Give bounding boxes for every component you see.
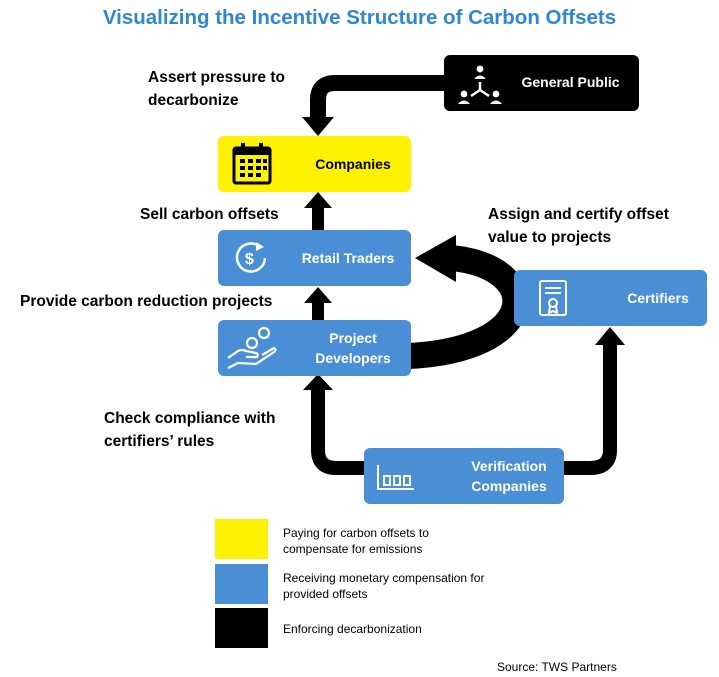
annotation-assign-certify: Assign and certify offset value to proje… bbox=[488, 206, 669, 246]
annotation-provide-projects: Provide carbon reduction projects bbox=[20, 293, 273, 310]
arrowhead-retail-to-companies bbox=[304, 192, 332, 208]
source-note: Source: TWS Partners bbox=[497, 660, 617, 674]
arrowhead-certify-curve bbox=[415, 235, 456, 282]
general-public-box: General Public bbox=[444, 55, 639, 111]
calendar-icon bbox=[232, 143, 272, 185]
legend-swatch-yellow bbox=[215, 519, 268, 559]
legend-swatch-blue bbox=[215, 564, 268, 604]
companies-box: Companies bbox=[218, 136, 411, 192]
arrow-certify-curve bbox=[407, 245, 529, 369]
arrow-retail-to-companies-shaft bbox=[312, 208, 324, 230]
dollar-cycle-icon: $ bbox=[235, 242, 267, 273]
arrow-verification-right bbox=[562, 342, 617, 475]
certifiers-label: Certifiers bbox=[627, 290, 689, 306]
annotation-assert-pressure: Assert pressure to decarbonize bbox=[148, 69, 285, 109]
general-public-label: General Public bbox=[521, 74, 620, 90]
arrowhead-developers-to-retail bbox=[304, 287, 332, 303]
legend-text-black: Enforcing decarbonization bbox=[283, 622, 422, 636]
project-developers-label: Project Developers bbox=[315, 330, 391, 366]
project-developers-box: Project Developers bbox=[218, 320, 411, 376]
retail-traders-box: $ Retail Traders bbox=[218, 230, 411, 286]
companies-label: Companies bbox=[315, 156, 391, 172]
page-title: Visualizing the Incentive Structure of C… bbox=[102, 6, 617, 29]
certifiers-box: Certifiers bbox=[514, 270, 707, 326]
arrow-developers-to-retail-shaft bbox=[312, 302, 324, 320]
annotation-sell-offsets: Sell carbon offsets bbox=[140, 206, 279, 223]
legend-swatch-black bbox=[215, 608, 268, 648]
bar-chart-icon bbox=[377, 465, 414, 490]
arrow-public-to-companies bbox=[310, 75, 447, 118]
annotation-check-compliance: Check compliance with certifiers’ rules bbox=[104, 410, 276, 450]
arrow-verification-left bbox=[311, 388, 365, 475]
arrowhead-companies bbox=[302, 117, 334, 136]
hand-coins-icon bbox=[227, 326, 277, 369]
arrowhead-to-developers bbox=[303, 374, 333, 390]
svg-text:$: $ bbox=[245, 251, 254, 268]
verification-companies-box: Verification Companies bbox=[364, 448, 564, 504]
certificate-icon bbox=[539, 280, 567, 316]
legend-text-blue: Receiving monetary compensation for prov… bbox=[283, 571, 485, 601]
retail-traders-label: Retail Traders bbox=[301, 250, 395, 266]
arrowhead-to-certifiers bbox=[595, 327, 625, 345]
people-network-icon bbox=[458, 65, 502, 104]
verification-companies-label: Verification Companies bbox=[471, 458, 547, 494]
legend-text-yellow: Paying for carbon offsets to compensate … bbox=[283, 526, 429, 556]
